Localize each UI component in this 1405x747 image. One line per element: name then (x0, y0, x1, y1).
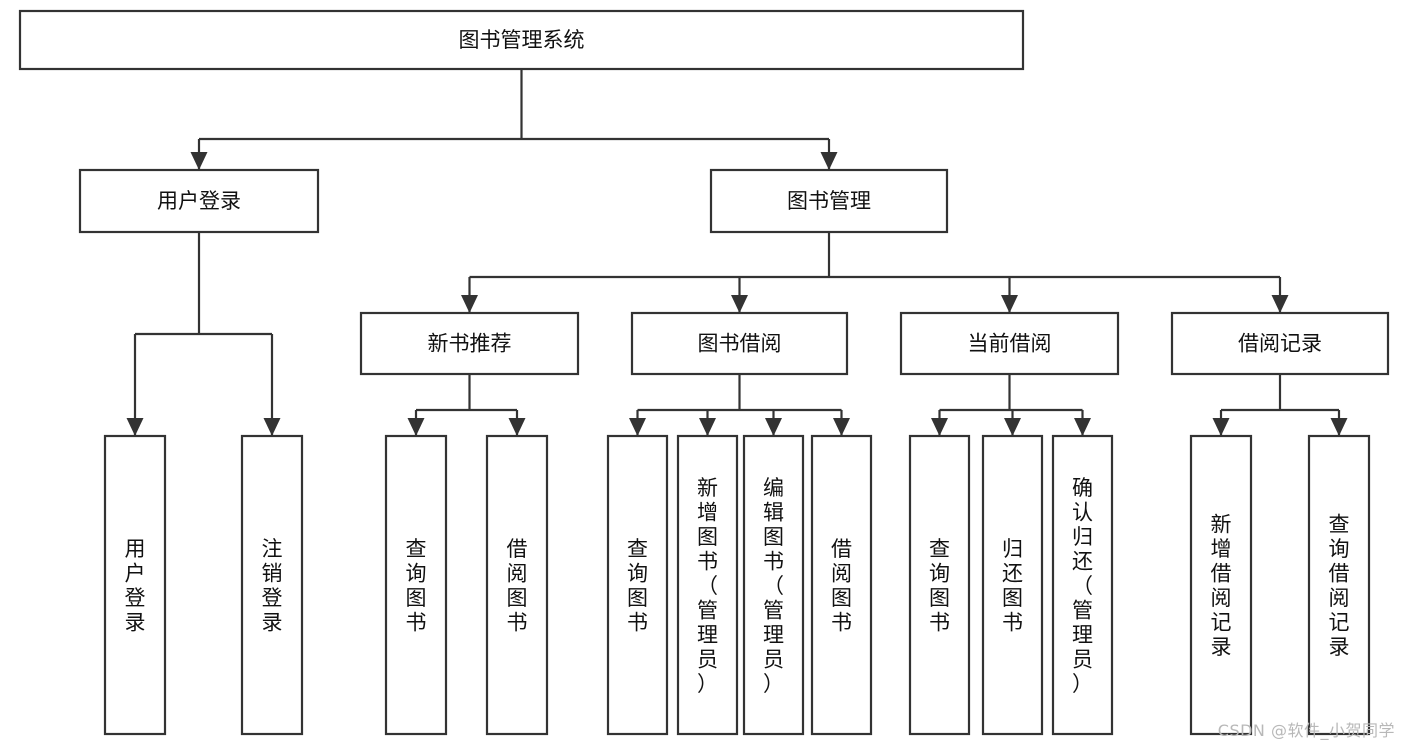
node-label-注销登录: 注销登录 (262, 537, 283, 635)
node-编辑图书管理员[interactable]: 编辑图书（管理员） (742, 434, 805, 736)
node-确认归还管理员[interactable]: 确认归还（管理员） (1051, 434, 1114, 736)
node-box-借阅图书 (485, 434, 549, 736)
node-label-新书推荐: 新书推荐 (428, 332, 512, 356)
node-box-借阅图书 (810, 434, 873, 736)
connector-arrowhead (1330, 418, 1348, 436)
node-label-查询图书: 查询图书 (406, 537, 427, 635)
node-box-归还图书 (981, 434, 1044, 736)
connector-arrowhead (263, 418, 281, 436)
node-图书借阅[interactable]: 图书借阅 (630, 311, 849, 376)
node-label-借阅记录: 借阅记录 (1238, 332, 1322, 356)
node-box-用户登录 (78, 168, 320, 234)
node-用户登录[interactable]: 用户登录 (78, 168, 320, 234)
node-box-图书借阅 (630, 311, 849, 376)
connector-arrowhead (190, 152, 208, 170)
node-查询借阅记录[interactable]: 查询借阅记录 (1307, 434, 1371, 736)
node-归还图书[interactable]: 归还图书 (981, 434, 1044, 736)
node-label-用户登录: 用户登录 (157, 189, 241, 213)
connector-arrowhead (508, 418, 526, 436)
node-label-借阅图书: 借阅图书 (831, 537, 852, 635)
node-查询图书[interactable]: 查询图书 (606, 434, 669, 736)
node-box-新增图书管理员 (676, 434, 739, 736)
node-新书推荐[interactable]: 新书推荐 (359, 311, 580, 376)
node-box-用户登录 (103, 434, 167, 736)
node-查询图书[interactable]: 查询图书 (908, 434, 971, 736)
connector-arrowhead (407, 418, 425, 436)
csdn-watermark: CSDN @软件_小贺同学 (1217, 721, 1395, 740)
node-box-查询图书 (606, 434, 669, 736)
node-用户登录[interactable]: 用户登录 (103, 434, 167, 736)
node-label-查询图书: 查询图书 (929, 537, 950, 635)
node-借阅图书[interactable]: 借阅图书 (485, 434, 549, 736)
node-label-新增图书管理员: 新增图书（管理员） (697, 476, 718, 696)
node-借阅记录[interactable]: 借阅记录 (1170, 311, 1390, 376)
connector-arrowhead (1001, 295, 1018, 313)
node-新增借阅记录[interactable]: 新增借阅记录 (1189, 434, 1253, 736)
connector-arrowhead (1074, 418, 1091, 436)
node-label-归还图书: 归还图书 (1002, 537, 1023, 635)
connector-arrowhead (833, 418, 850, 436)
connector-arrowhead (1212, 418, 1230, 436)
node-box-当前借阅 (899, 311, 1120, 376)
node-box-注销登录 (240, 434, 304, 736)
node-label-用户登录: 用户登录 (125, 537, 146, 635)
node-box-借阅记录 (1170, 311, 1390, 376)
node-box-查询借阅记录 (1307, 434, 1371, 736)
node-label-新增借阅记录: 新增借阅记录 (1211, 513, 1232, 660)
node-box-确认归还管理员 (1051, 434, 1114, 736)
node-box-图书管理系统 (18, 9, 1025, 71)
node-box-新书推荐 (359, 311, 580, 376)
connector-arrowhead (126, 418, 144, 436)
connector-arrowhead (461, 295, 478, 313)
connector-arrowhead (931, 418, 948, 436)
connector-arrowhead (699, 418, 716, 436)
node-图书管理[interactable]: 图书管理 (709, 168, 949, 234)
node-box-查询图书 (908, 434, 971, 736)
node-label-编辑图书管理员: 编辑图书（管理员） (763, 476, 784, 696)
node-box-新增借阅记录 (1189, 434, 1253, 736)
node-新增图书管理员[interactable]: 新增图书（管理员） (676, 434, 739, 736)
connector-arrowhead (765, 418, 782, 436)
connector-arrowhead (1004, 418, 1021, 436)
connector-arrowhead (731, 295, 748, 313)
connector-arrowhead (629, 418, 646, 436)
node-label-图书管理系统: 图书管理系统 (459, 28, 585, 52)
connector-arrowhead (1271, 295, 1289, 313)
node-label-查询借阅记录: 查询借阅记录 (1329, 513, 1350, 660)
node-layer: 图书管理系统用户登录用户登录注销登录图书管理新书推荐查询图书借阅图书图书借阅查询… (18, 9, 1390, 736)
node-当前借阅[interactable]: 当前借阅 (899, 311, 1120, 376)
node-label-当前借阅: 当前借阅 (968, 332, 1052, 356)
node-图书管理系统[interactable]: 图书管理系统 (18, 9, 1025, 71)
node-借阅图书[interactable]: 借阅图书 (810, 434, 873, 736)
node-查询图书[interactable]: 查询图书 (384, 434, 448, 736)
node-box-图书管理 (709, 168, 949, 234)
node-label-借阅图书: 借阅图书 (507, 537, 528, 635)
node-注销登录[interactable]: 注销登录 (240, 434, 304, 736)
node-label-确认归还管理员: 确认归还（管理员） (1072, 476, 1093, 696)
node-label-图书管理: 图书管理 (787, 189, 871, 213)
node-box-编辑图书管理员 (742, 434, 805, 736)
node-box-查询图书 (384, 434, 448, 736)
connector-layer (126, 69, 1348, 436)
connector-arrowhead (820, 152, 838, 170)
node-label-图书借阅: 图书借阅 (698, 332, 782, 356)
node-label-查询图书: 查询图书 (627, 537, 648, 635)
